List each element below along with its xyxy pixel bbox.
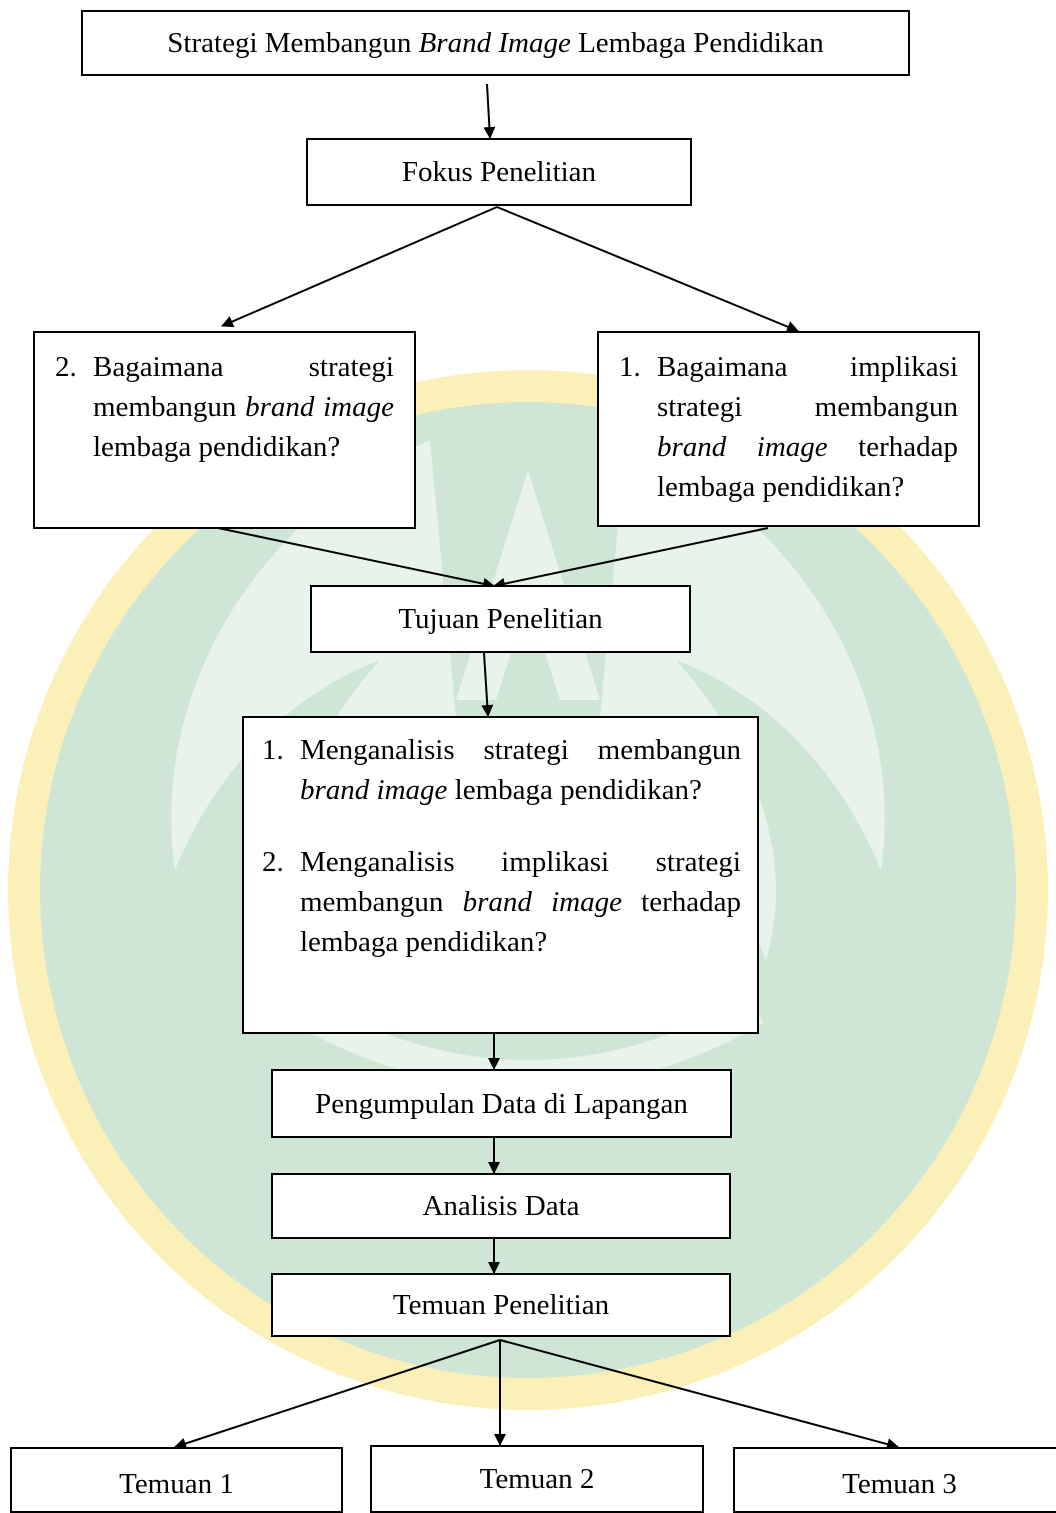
objective-1-part-italic: brand image xyxy=(300,774,448,806)
arrow-left-question-to-tujuan xyxy=(217,527,495,590)
temuan-penelitian-box: Temuan Penelitian xyxy=(271,1273,731,1337)
question-1-box: 1. Bagaimana implikasi strategi membangu… xyxy=(597,331,980,527)
analisis-data-label: Analisis Data xyxy=(422,1190,580,1222)
objective-1-text: Menganalisis strategi membangun brand im… xyxy=(300,730,741,810)
objective-2-text: Menganalisis implikasi strategi membangu… xyxy=(300,842,741,962)
question-1-number: 1. xyxy=(619,351,641,383)
title-box: Strategi Membangun Brand Image Lembaga P… xyxy=(81,10,910,76)
temuan-2-box: Temuan 2 xyxy=(370,1445,704,1513)
watermark-wing-left xyxy=(171,440,460,960)
temuan-penelitian-label: Temuan Penelitian xyxy=(392,1289,610,1321)
arrow-temuan-penelitian-to-temuan-3 xyxy=(499,1339,899,1450)
objectives-list: 1. Menganalisis strategi membangun brand… xyxy=(262,730,741,962)
arrow-temuan-penelitian-to-temuan-1 xyxy=(174,1339,501,1450)
question-2-item: 2. Bagaimana strategi membangun brand im… xyxy=(55,347,394,467)
question-2-part-1: Bagaimana strategi membangun xyxy=(93,351,394,423)
title-part-italic: Brand Image xyxy=(418,27,571,59)
question-1-part-2: terhadap lembaga pendidikan? xyxy=(657,431,958,503)
question-2-part-2: lembaga pendidikan? xyxy=(93,431,341,463)
arrow-title-to-fokus xyxy=(483,83,496,139)
question-2-box: 2. Bagaimana strategi membangun brand im… xyxy=(33,331,416,529)
question-2-list: 2. Bagaimana strategi membangun brand im… xyxy=(55,347,394,467)
objective-2-number: 2. xyxy=(262,846,284,878)
objective-1-part-1: Menganalisis strategi membangun xyxy=(300,734,741,766)
temuan-1-box: Temuan 1 xyxy=(10,1447,343,1513)
pengumpulan-data-box: Pengumpulan Data di Lapangan xyxy=(271,1069,732,1138)
question-1-part-1: Bagaimana implikasi strategi membangun xyxy=(657,351,958,423)
question-2-text: Bagaimana strategi membangun brand image… xyxy=(93,347,394,467)
arrow-fokus-to-right-question xyxy=(496,206,799,333)
question-2-number: 2. xyxy=(55,351,77,383)
objective-1-part-2: lembaga pendidikan? xyxy=(447,774,702,806)
tujuan-penelitian-box: Tujuan Penelitian xyxy=(310,585,691,653)
watermark-wing-right xyxy=(596,440,885,960)
objective-item-1: 1. Menganalisis strategi membangun brand… xyxy=(262,730,741,810)
title-part-2: Lembaga Pendidikan xyxy=(570,27,824,59)
question-1-list: 1. Bagaimana implikasi strategi membangu… xyxy=(619,347,958,507)
temuan-3-label: Temuan 3 xyxy=(842,1468,957,1500)
pengumpulan-data-label: Pengumpulan Data di Lapangan xyxy=(315,1087,688,1120)
objectives-box: 1. Menganalisis strategi membangun brand… xyxy=(242,716,759,1034)
arrow-right-question-to-tujuan xyxy=(493,527,769,590)
tujuan-penelitian-label: Tujuan Penelitian xyxy=(398,603,603,635)
fokus-penelitian-label: Fokus Penelitian xyxy=(401,156,597,188)
objective-item-2: 2. Menganalisis implikasi strategi memba… xyxy=(262,842,741,962)
title-part-1: Strategi Membangun xyxy=(167,27,419,59)
title-text: Strategi Membangun Brand Image Lembaga P… xyxy=(167,23,823,63)
question-1-item: 1. Bagaimana implikasi strategi membangu… xyxy=(619,347,958,507)
temuan-2-label: Temuan 2 xyxy=(479,1463,595,1495)
objective-2-part-2: terhadap lembaga pendidikan? xyxy=(300,886,741,958)
objective-2-part-1: Menganalisis implikasi strategi membangu… xyxy=(300,846,741,918)
fokus-penelitian-box: Fokus Penelitian xyxy=(306,138,692,206)
question-1-text: Bagaimana implikasi strategi membangun b… xyxy=(657,347,958,507)
question-1-part-italic: brand image xyxy=(657,431,828,463)
temuan-1-label: Temuan 1 xyxy=(119,1468,234,1500)
temuan-3-box: Temuan 3 xyxy=(733,1447,1056,1513)
objective-2-part-italic: brand image xyxy=(462,886,622,918)
question-2-part-italic: brand image xyxy=(245,391,394,423)
arrow-fokus-to-left-question xyxy=(221,206,498,328)
arrow-tujuan-to-objectives xyxy=(481,652,494,717)
objective-1-number: 1. xyxy=(262,734,284,766)
analisis-data-box: Analisis Data xyxy=(271,1173,731,1239)
